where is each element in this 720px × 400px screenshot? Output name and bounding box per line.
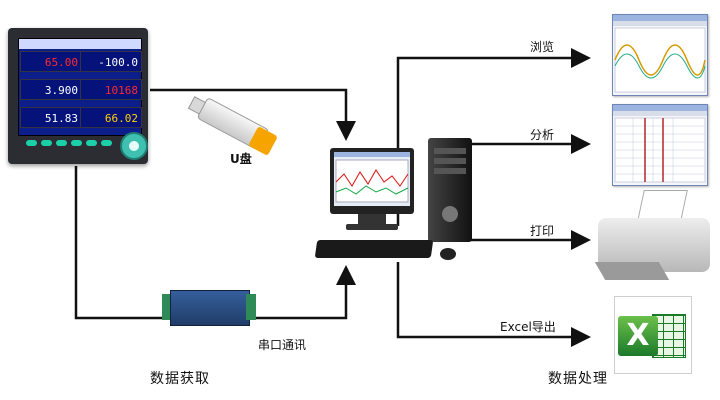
thumb-titlebar (613, 15, 707, 21)
paperless-recorder-icon: 65.00 -100.0 3.900 10168 51.83 66.02 (8, 28, 148, 164)
thumb-titlebar (613, 105, 707, 111)
converter-terminal (162, 294, 172, 320)
usb-label: U盘 (230, 152, 252, 166)
acquire-title: 数据获取 (150, 371, 210, 387)
reading-cell: 66.02 (80, 107, 142, 128)
print-label: 打印 (530, 224, 555, 238)
thumb-toolbar (613, 111, 707, 116)
reading-cell: 10168 (80, 79, 142, 100)
recorder-button (56, 140, 67, 146)
reading-cell: 65.00 (20, 51, 82, 72)
recorder-button (71, 140, 82, 146)
excel-x-glyph: X (626, 318, 650, 353)
keyboard (314, 240, 434, 258)
reading-cell: 51.83 (20, 107, 82, 128)
monitor-chart (334, 152, 410, 203)
tower-logo (442, 206, 458, 222)
desktop-computer-icon (330, 148, 414, 214)
converter-terminal (246, 294, 256, 320)
excel-badge: X (618, 316, 658, 356)
analyze-label: 分析 (530, 128, 555, 142)
excel-export-label: Excel导出 (500, 320, 556, 334)
monitor-screen (334, 152, 410, 206)
mouse (440, 248, 456, 260)
analyze-table (614, 117, 706, 183)
reading-cell: -100.0 (80, 51, 142, 72)
recorder-navpad (120, 132, 148, 160)
browse-arrow (396, 48, 591, 226)
monitor-stand (358, 214, 386, 226)
reading-value: 3.900 (44, 84, 78, 97)
reading-value: 10168 (104, 84, 138, 97)
monitor-foot (346, 224, 398, 230)
excel-arrow (396, 262, 591, 347)
printer-tray (594, 262, 670, 280)
process-title: 数据处理 (548, 371, 608, 387)
drive-bay (434, 168, 466, 174)
analyze-thumbnail (612, 104, 708, 186)
recorder-screen: 65.00 -100.0 3.900 10168 51.83 66.02 (18, 38, 142, 136)
recorder-button (86, 140, 97, 146)
recorder-button (26, 140, 37, 146)
browse-thumbnail (612, 14, 708, 96)
drive-bay (434, 148, 466, 154)
reading-value: -100.0 (98, 56, 138, 69)
pc-tower (428, 138, 472, 242)
recorder-header (19, 39, 141, 49)
drive-bay (434, 158, 466, 164)
reading-value: 51.83 (44, 112, 78, 125)
excel-grid (652, 314, 686, 358)
reading-value: 65.00 (44, 56, 78, 69)
reading-cell: 3.900 (20, 79, 82, 100)
serial-converter-icon (170, 290, 250, 326)
serial-label: 串口通讯 (258, 338, 307, 352)
thumb-toolbar (613, 21, 707, 26)
recorder-button (101, 140, 112, 146)
reading-value: 66.02 (104, 112, 138, 125)
recorder-button (41, 140, 52, 146)
usb-path-line (150, 88, 356, 141)
browse-label: 浏览 (530, 40, 555, 54)
browse-waveform (614, 27, 706, 93)
